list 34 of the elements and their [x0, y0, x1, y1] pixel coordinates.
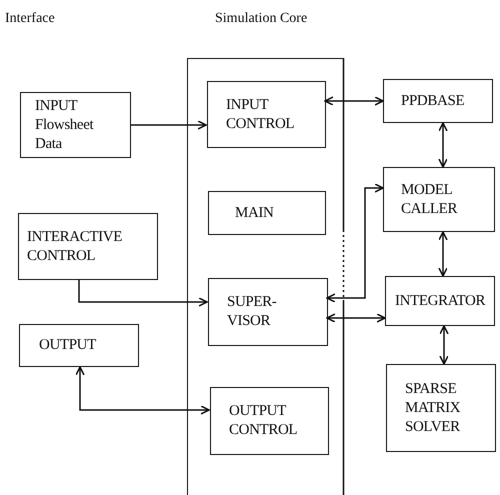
arrow	[438, 231, 448, 277]
module-box	[208, 278, 328, 346]
box-label: SUPER- VISOR	[227, 293, 277, 331]
output-box	[19, 324, 139, 367]
input-box	[20, 92, 131, 158]
box-label: SPARSE MATRIX SOLVER	[405, 380, 462, 436]
box-label: INPUT Flowsheet Data	[35, 96, 94, 154]
input-box	[18, 213, 158, 280]
module-box	[385, 276, 495, 326]
column-heading: Interface	[5, 10, 55, 28]
module-box	[383, 167, 495, 232]
module-box	[210, 387, 329, 455]
box-label: INPUT CONTROL	[226, 96, 296, 134]
arrow	[78, 280, 208, 307]
box-label: OUTPUT	[39, 336, 96, 355]
box-label: INTERACTIVE CONTROL	[27, 228, 124, 266]
module-box	[207, 81, 326, 148]
arrow	[326, 313, 386, 323]
arrow	[326, 183, 384, 303]
box-label: INTEGRATOR	[395, 292, 486, 310]
column-heading: Simulation Core	[215, 10, 308, 28]
arrow	[75, 366, 210, 415]
module-box	[383, 79, 493, 123]
box-label: MODEL CALLER	[401, 180, 458, 218]
core-panel	[187, 58, 343, 495]
box-label: PPDBASE	[401, 92, 464, 110]
arrow	[324, 96, 384, 106]
arrow	[438, 122, 448, 168]
module-box	[208, 191, 326, 235]
arrow	[131, 120, 207, 130]
arrow	[439, 325, 449, 365]
box-label: MAIN	[235, 204, 274, 222]
box-label: OUTPUT CONTROL	[229, 402, 298, 440]
module-box	[386, 364, 496, 452]
